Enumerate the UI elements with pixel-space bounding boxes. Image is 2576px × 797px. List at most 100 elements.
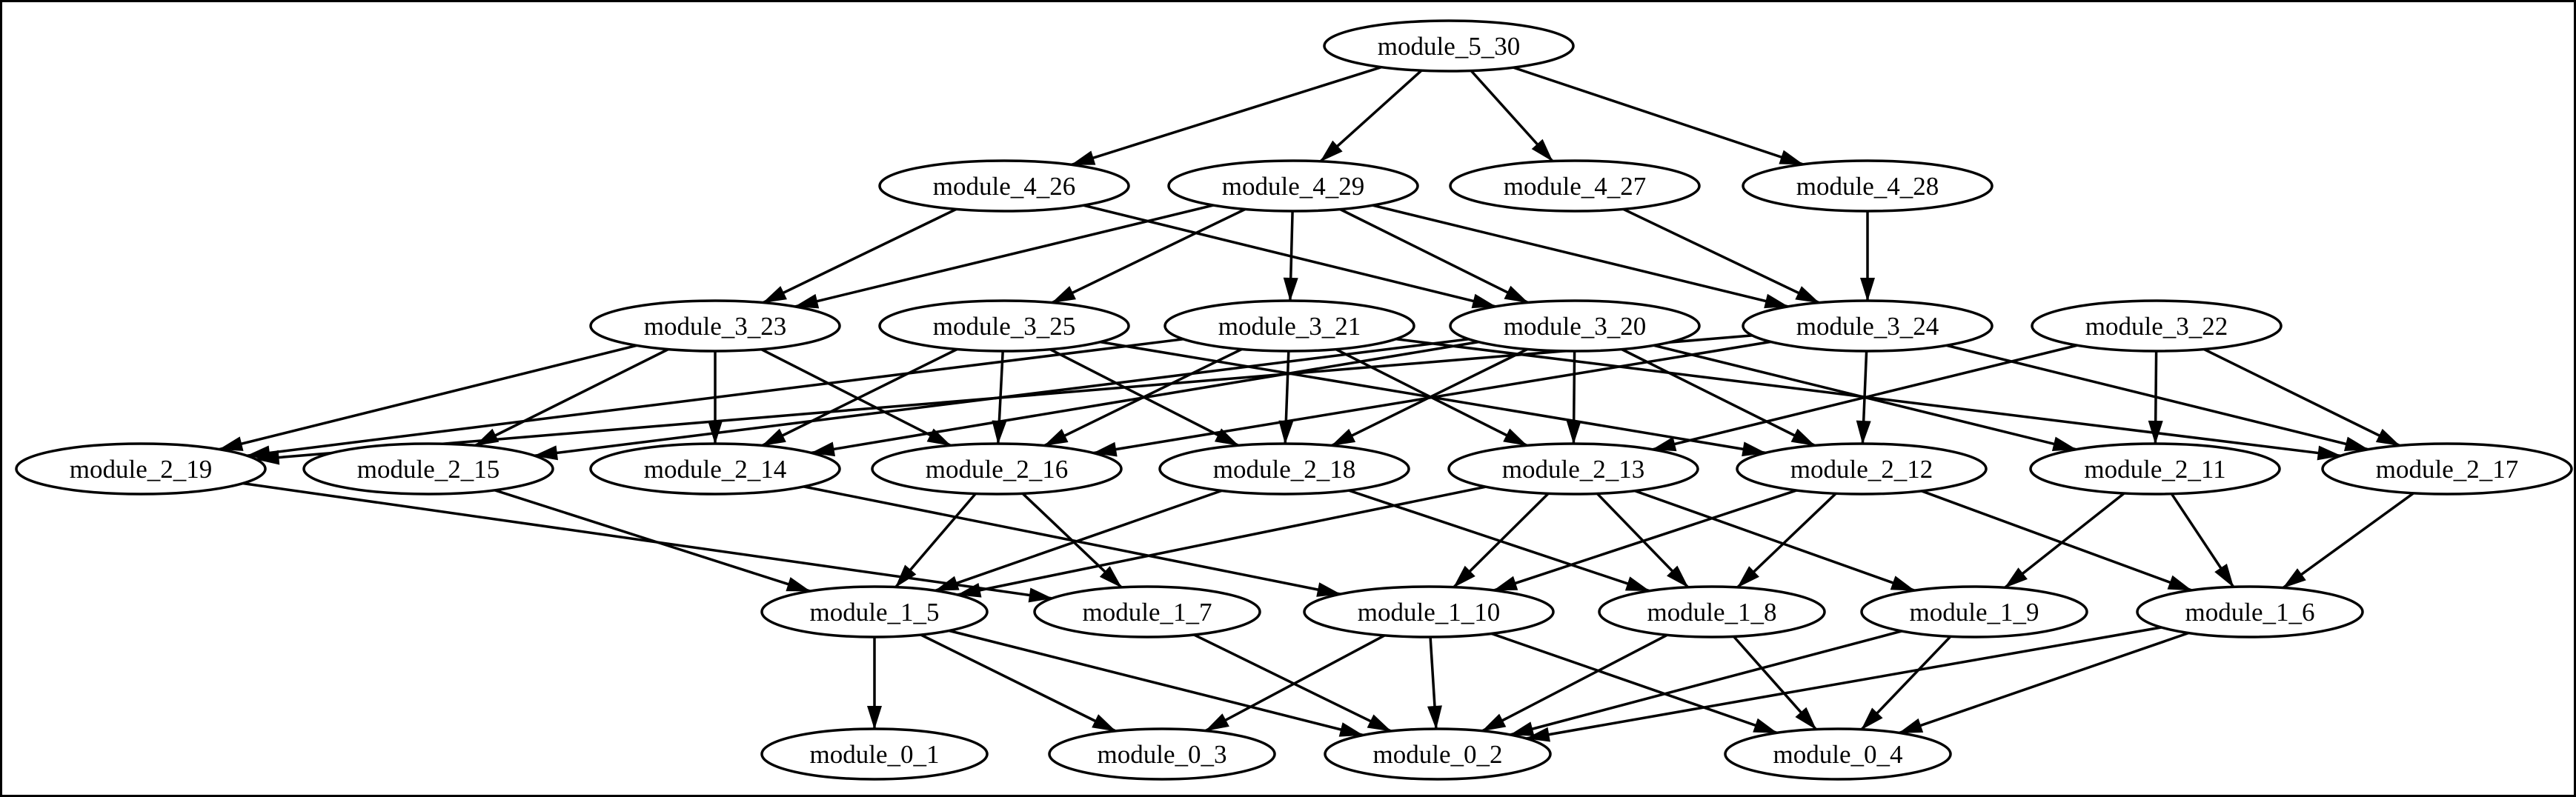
node-module_3_22: module_3_22 <box>2031 299 2283 353</box>
node-ellipse <box>878 299 1130 353</box>
node-ellipse <box>1742 159 1994 213</box>
node-label: module_3_22 <box>2085 312 2228 341</box>
edge-module_4_29-to-module_3_23 <box>794 204 1214 309</box>
node-label: module_0_1 <box>810 740 940 769</box>
edge-module_2_11-to-module_1_9 <box>2004 492 2125 589</box>
node-label: module_4_29 <box>1222 172 1364 201</box>
node-ellipse <box>878 159 1130 213</box>
node-ellipse <box>589 299 841 353</box>
node-ellipse <box>760 585 989 638</box>
node-label: module_0_4 <box>1773 740 1903 769</box>
edge-module_3_22-to-module_2_13 <box>1651 344 2078 452</box>
node-module_2_18: module_2_18 <box>1158 442 1410 496</box>
node-module_1_5: module_1_5 <box>760 585 989 638</box>
node-ellipse <box>1860 585 2088 638</box>
node-label: module_5_30 <box>1378 32 1520 61</box>
node-label: module_0_2 <box>1373 740 1503 769</box>
edge-module_2_16-to-module_1_5 <box>894 493 977 588</box>
node-label: module_1_10 <box>1358 598 1500 627</box>
node-ellipse <box>1598 585 1826 638</box>
edge-module_3_21-to-module_2_18 <box>1278 350 1294 444</box>
node-label: module_4_28 <box>1796 172 1939 201</box>
node-label: module_1_8 <box>1647 598 1777 627</box>
node-ellipse <box>2136 585 2364 638</box>
node-ellipse <box>15 442 267 496</box>
node-module_1_6: module_1_6 <box>2136 585 2364 638</box>
node-module_3_20: module_3_20 <box>1449 299 1701 353</box>
node-ellipse <box>2321 442 2573 496</box>
node-label: module_0_3 <box>1098 740 1227 769</box>
node-module_3_25: module_3_25 <box>878 299 1130 353</box>
node-label: module_2_18 <box>1213 455 1355 484</box>
edge-module_2_13-to-module_1_9 <box>1634 489 1916 592</box>
edge-module_1_7-to-module_0_2 <box>1193 633 1392 733</box>
edge-module_2_11-to-module_1_6 <box>2170 493 2235 588</box>
node-module_2_13: module_2_13 <box>1447 442 1699 496</box>
node-module_2_19: module_2_19 <box>15 442 267 496</box>
node-ellipse <box>1449 299 1701 353</box>
edge-module_1_8-to-module_0_4 <box>1733 636 1817 730</box>
node-label: module_1_9 <box>1910 598 2039 627</box>
node-label: module_2_14 <box>644 455 786 484</box>
node-ellipse <box>1303 585 1555 638</box>
edge-module_2_12-to-module_1_6 <box>1921 490 2193 592</box>
node-label: module_2_16 <box>926 455 1068 484</box>
node-label: module_3_23 <box>644 312 786 341</box>
node-ellipse <box>1449 159 1701 213</box>
node-label: module_1_5 <box>810 598 940 627</box>
node-ellipse <box>1724 727 1952 781</box>
edge-module_2_17-to-module_1_6 <box>2282 492 2414 589</box>
node-module_4_26: module_4_26 <box>878 159 1130 213</box>
node-ellipse <box>871 442 1123 496</box>
node-ellipse <box>1323 19 1575 73</box>
node-module_3_24: module_3_24 <box>1742 299 1994 353</box>
node-ellipse <box>302 442 554 496</box>
edge-module_3_23-to-module_2_16 <box>760 348 952 447</box>
edge-module_2_13-to-module_1_5 <box>957 485 1487 598</box>
edge-module_3_24-to-module_2_17 <box>1946 344 2369 451</box>
node-ellipse <box>1736 442 1988 496</box>
edge-layer <box>219 65 2414 742</box>
node-module_2_11: module_2_11 <box>2029 442 2281 496</box>
edge-module_2_16-to-module_1_7 <box>1021 493 1123 589</box>
node-ellipse <box>589 442 841 496</box>
edge-module_1_5-to-module_0_3 <box>920 633 1117 733</box>
node-module_5_30: module_5_30 <box>1323 19 1575 73</box>
node-module_2_14: module_2_14 <box>589 442 841 496</box>
node-module_1_8: module_1_8 <box>1598 585 1826 638</box>
edge-module_1_9-to-module_0_2 <box>1510 630 1902 736</box>
edge-module_1_8-to-module_0_2 <box>1481 633 1668 733</box>
node-ellipse <box>1324 727 1552 781</box>
edge-module_3_21-to-module_2_19 <box>246 338 1184 461</box>
node-module_0_4: module_0_4 <box>1724 727 1952 781</box>
edge-module_2_12-to-module_1_8 <box>1736 493 1837 589</box>
node-module_3_23: module_3_23 <box>589 299 841 353</box>
edge-module_3_24-to-module_2_16 <box>1092 340 1771 457</box>
edge-module_1_10-to-module_0_4 <box>1490 632 1778 735</box>
node-module_2_17: module_2_17 <box>2321 442 2573 496</box>
node-label: module_2_15 <box>357 455 499 484</box>
node-module_4_28: module_4_28 <box>1742 159 1994 213</box>
edge-module_3_22-to-module_2_11 <box>2148 350 2163 444</box>
node-module_1_9: module_1_9 <box>1860 585 2088 638</box>
edge-module_1_6-to-module_0_4 <box>1898 631 2189 735</box>
node-module_3_21: module_3_21 <box>1163 299 1415 353</box>
node-ellipse <box>1167 159 1419 213</box>
node-ellipse <box>2031 299 2283 353</box>
node-ellipse <box>1158 442 1410 496</box>
node-label: module_1_6 <box>2185 598 2315 627</box>
node-ellipse <box>1033 585 1261 638</box>
node-label: module_2_12 <box>1790 455 1933 484</box>
node-label: module_1_7 <box>1083 598 1212 627</box>
node-ellipse <box>1742 299 1994 353</box>
edge-module_3_23-to-module_2_15 <box>474 347 669 447</box>
node-ellipse <box>1163 299 1415 353</box>
node-module_4_27: module_4_27 <box>1449 159 1701 213</box>
node-label: module_3_21 <box>1218 312 1361 341</box>
edge-module_1_5-to-module_0_2 <box>949 629 1364 737</box>
node-ellipse <box>1048 727 1276 781</box>
edge-module_1_6-to-module_0_2 <box>1525 626 2162 742</box>
